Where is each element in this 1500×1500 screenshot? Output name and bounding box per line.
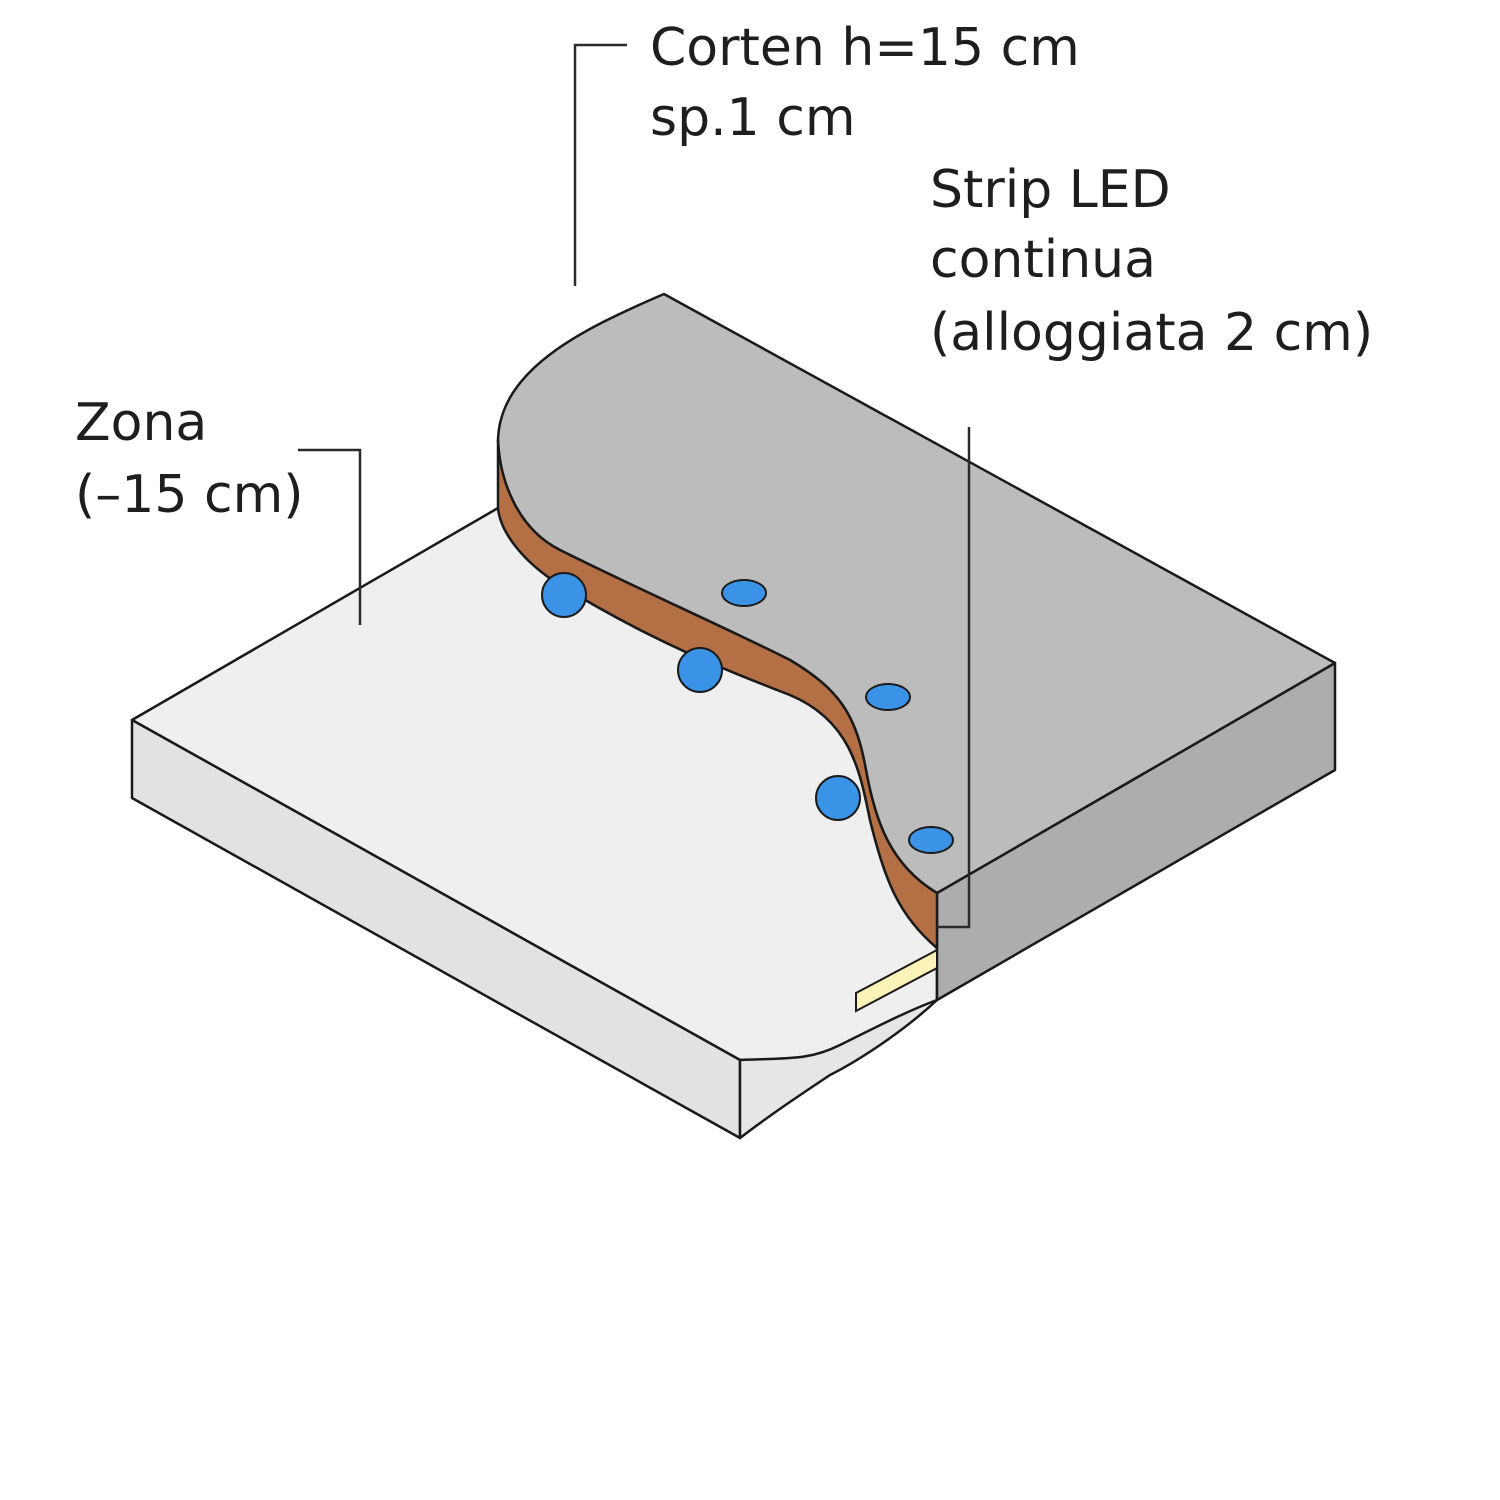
led-label-line2: continua (930, 230, 1156, 290)
corten-leader-line (573, 43, 627, 286)
led-label-line1: Strip LED (930, 160, 1171, 220)
spotlight (721, 579, 767, 607)
led-leader-line (937, 427, 971, 929)
led-strip (855, 948, 938, 1013)
spotlight (677, 647, 723, 693)
spotlight (815, 775, 861, 821)
spotlights-upper (721, 579, 954, 854)
zona-label-line1: Zona (75, 393, 207, 453)
spotlight (541, 572, 587, 618)
zona-label-line2: (–15 cm) (75, 465, 304, 525)
corten-label-line1: Corten h=15 cm (650, 18, 1080, 78)
zona-leader-line (298, 448, 362, 625)
corten-steel-band (496, 438, 939, 950)
spotlight (908, 826, 954, 854)
upper-slab (496, 292, 1337, 1002)
led-label-line3: (alloggiata 2 cm) (930, 303, 1373, 363)
corten-label-line2: sp.1 cm (650, 88, 856, 148)
spotlights-lower (541, 572, 861, 821)
spotlight (865, 683, 911, 711)
